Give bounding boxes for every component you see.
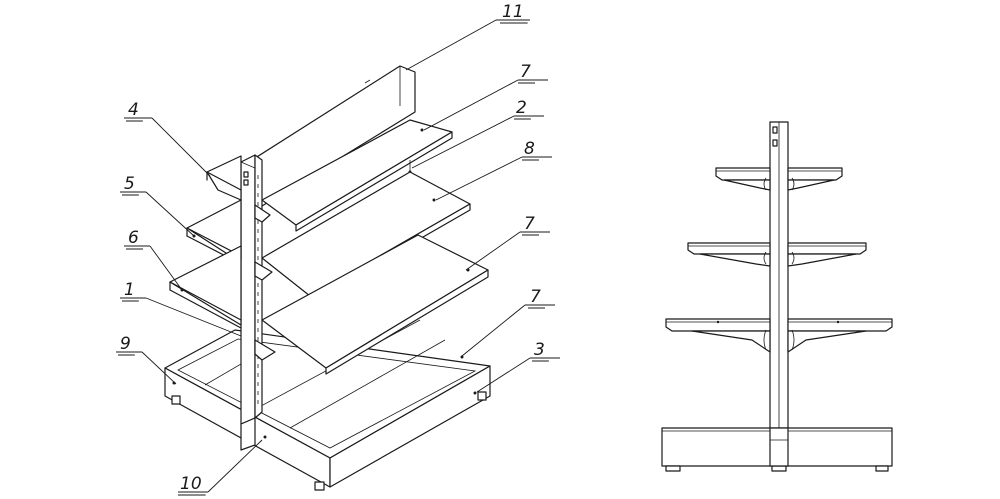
isometric-view: 11 7 2 8 7 7 3 4 5 6 1 9 10 (116, 2, 560, 496)
front-shelf-top (715, 167, 843, 191)
front-shelf-middle (687, 242, 867, 267)
callout-7-top: 7 (520, 62, 531, 82)
shelf-top (206, 119, 453, 232)
callout-5: 5 (124, 174, 135, 194)
callouts: 11 7 2 8 7 7 3 4 5 6 1 9 10 (118, 2, 549, 496)
callout-4: 4 (128, 100, 139, 120)
callout-7-middle: 7 (524, 214, 535, 234)
callout-8: 8 (524, 139, 535, 159)
callout-11: 11 (502, 2, 524, 22)
callout-9: 9 (120, 334, 131, 354)
upright-post (240, 154, 263, 451)
callout-3: 3 (534, 340, 545, 360)
callout-10: 10 (180, 474, 202, 494)
callout-2: 2 (516, 98, 527, 118)
callout-6: 6 (128, 228, 139, 248)
shelf-lower (169, 234, 489, 375)
callout-7-lower: 7 (530, 287, 541, 307)
callout-1: 1 (124, 280, 135, 300)
front-view (661, 121, 893, 472)
leader-lines (116, 19, 560, 493)
front-shelf-lower (665, 318, 893, 353)
front-column (769, 121, 789, 467)
